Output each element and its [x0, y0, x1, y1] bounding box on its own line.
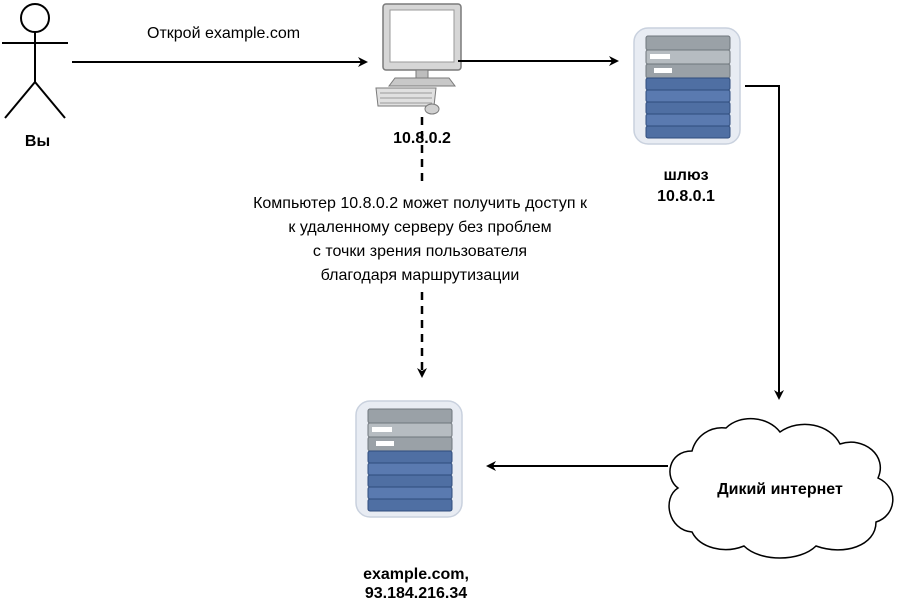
desktop-computer-icon	[375, 3, 462, 115]
gateway-to-internet-arrow	[745, 85, 784, 400]
destination-server-icon	[355, 400, 463, 518]
routing-note-line: с точки зрения пользователя	[312, 243, 528, 260]
actor-label: Вы	[24, 133, 51, 150]
computer-ip-label: 10.8.0.2	[393, 130, 451, 147]
routing-note-line: благодаря маршрутизации	[320, 267, 520, 284]
server-name-label: example.com,	[363, 566, 469, 583]
cloud-label: Дикий интернет	[717, 481, 843, 498]
gateway-server-icon	[633, 27, 741, 145]
user-actor-icon	[2, 3, 68, 119]
gateway-ip-label: 10.8.0.1	[657, 188, 715, 205]
request-label: Открой example.com	[147, 25, 301, 42]
cloud-icon	[668, 417, 894, 559]
routing-note: Компьютер 10.8.0.2 может получить доступ…	[200, 192, 640, 288]
gateway-name-label: шлюз	[663, 167, 709, 184]
server-ip-label: 93.184.216.34	[364, 585, 468, 602]
routing-note-line: к удаленному серверу без проблем	[288, 219, 552, 236]
routing-note-line: Компьютер 10.8.0.2 может получить доступ…	[253, 195, 587, 212]
